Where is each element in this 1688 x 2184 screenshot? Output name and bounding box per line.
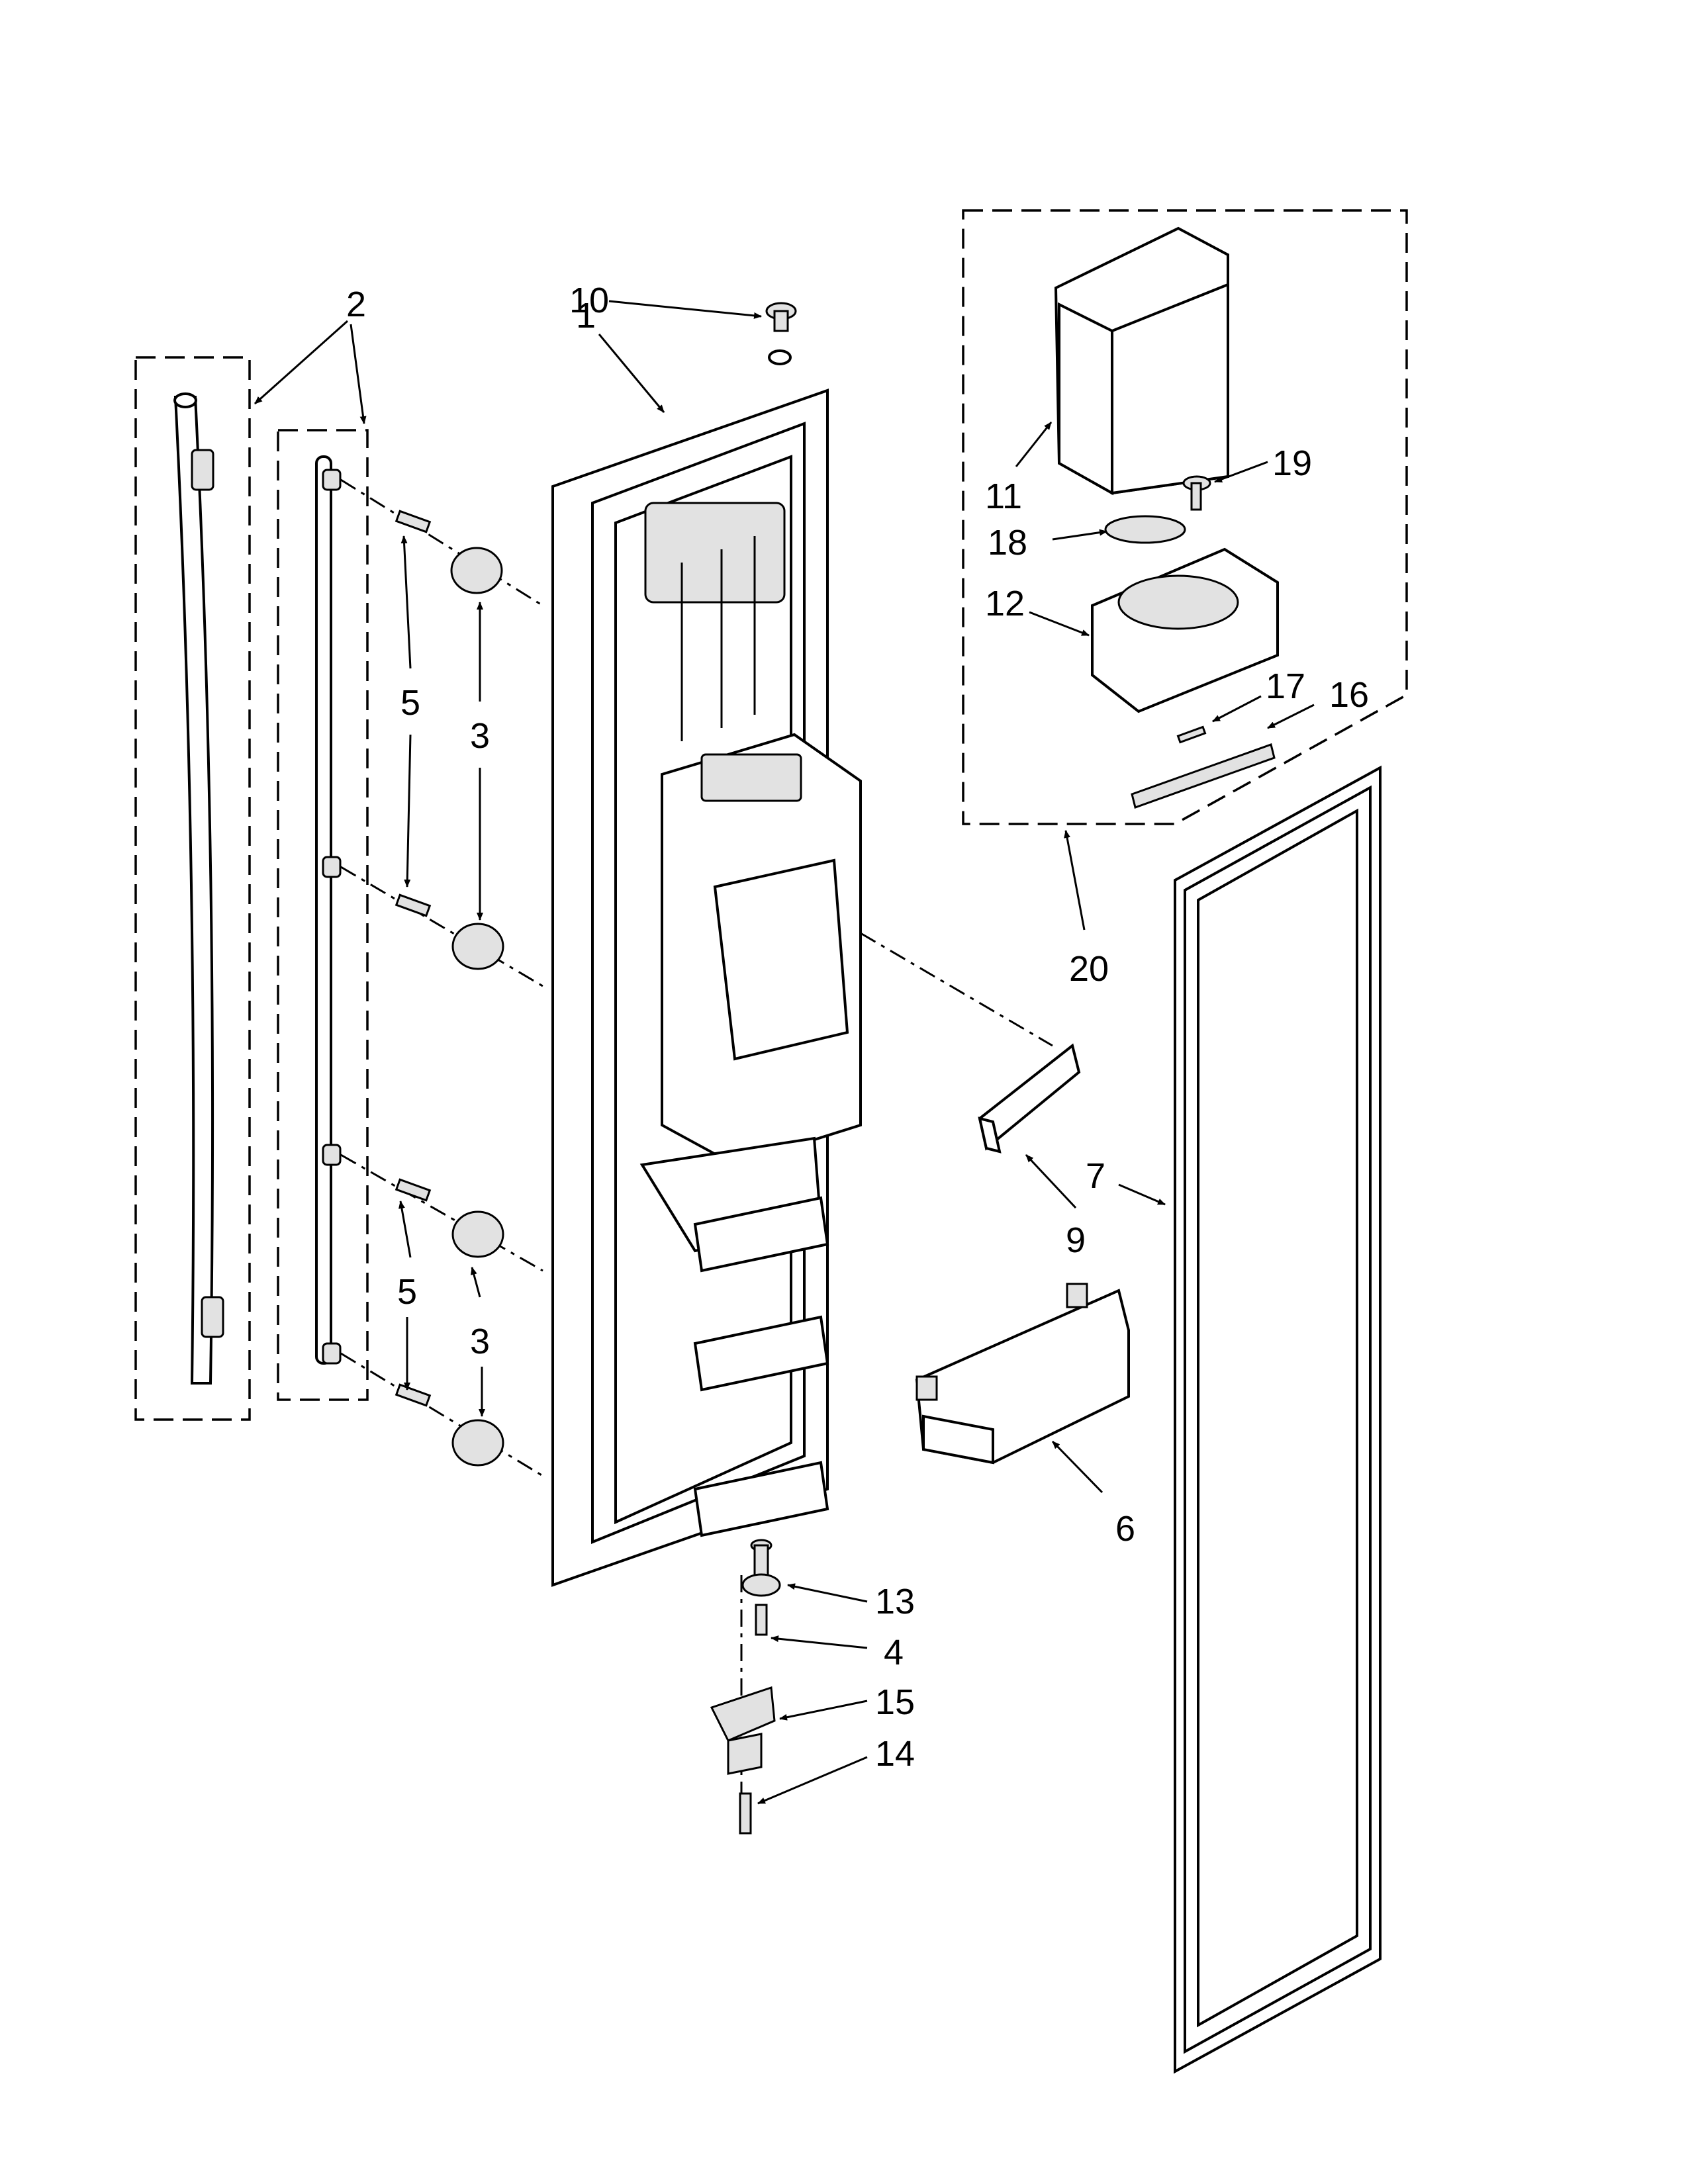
handle-left-group	[134, 356, 251, 1421]
callout-18: 18	[988, 523, 1027, 563]
door-gasket	[1174, 765, 1382, 2074]
door-bin	[915, 1283, 1130, 1465]
callout-3-upper: 3	[470, 716, 490, 756]
trim-piece	[860, 932, 1081, 1154]
callout-10: 10	[569, 281, 609, 320]
callout-12: 12	[985, 584, 1025, 623]
callout-13: 13	[875, 1582, 915, 1621]
callout-4: 4	[884, 1633, 904, 1672]
callout-3-lower: 3	[470, 1322, 490, 1361]
callout-5-upper: 5	[400, 683, 420, 723]
callout-20: 20	[1069, 949, 1109, 989]
callout-2: 2	[346, 285, 366, 324]
callout-1: 1	[576, 296, 596, 336]
callout-6: 6	[1115, 1509, 1135, 1549]
handle-right-group	[277, 429, 369, 1401]
callout-15: 15	[875, 1682, 915, 1722]
callout-17: 17	[1266, 666, 1305, 706]
hinge-hardware	[710, 1539, 781, 1835]
callout-7: 7	[1086, 1156, 1105, 1196]
callout-5-lower: 5	[397, 1272, 417, 1312]
callout-11: 11	[985, 477, 1022, 516]
callout-9: 9	[1066, 1220, 1086, 1260]
callout-16: 16	[1329, 675, 1369, 715]
door-panel	[551, 302, 862, 1587]
callout-14: 14	[875, 1734, 915, 1774]
leader-lines	[254, 300, 1315, 1805]
mounting-hardware	[340, 478, 543, 1477]
callout-labels: 10 1 2 5 3 5 3 11 19 18 12 17 16 20 7 9 …	[346, 281, 1369, 1774]
callout-19: 19	[1272, 443, 1312, 483]
ice-bucket-assembly	[962, 209, 1408, 825]
